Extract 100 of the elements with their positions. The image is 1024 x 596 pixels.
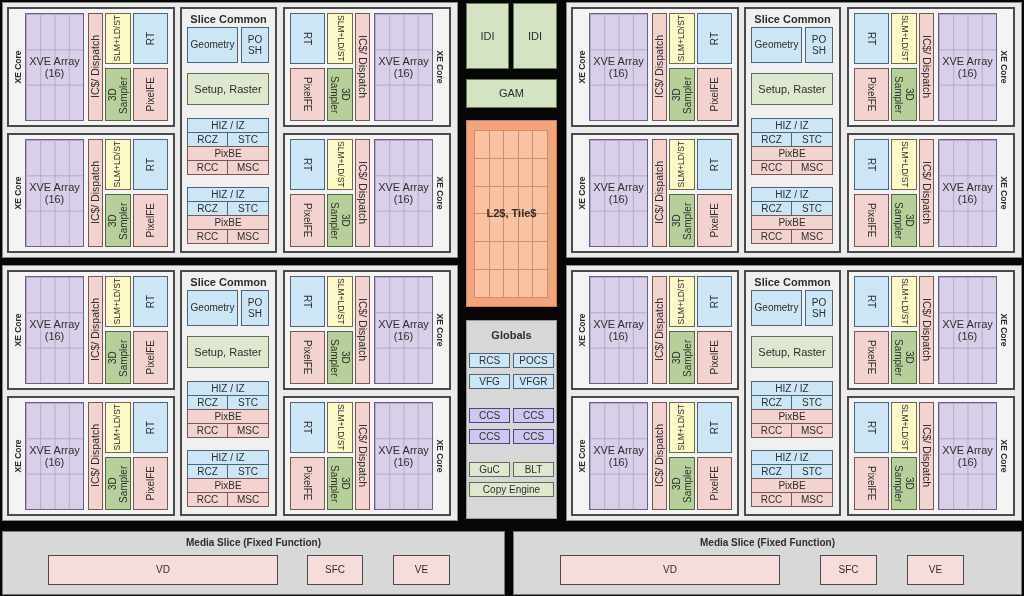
core-panel	[571, 133, 739, 253]
block-label: MSC	[236, 424, 260, 437]
block-label: 3D Sampler	[328, 463, 352, 505]
block-label: IC$/ Dispatch	[89, 161, 102, 225]
unit-block	[187, 73, 269, 105]
block-label: SLM+LD/ST	[677, 278, 687, 325]
block-label: VD	[663, 564, 677, 576]
unit-block	[919, 402, 934, 510]
block-label: XVE Array (16)	[592, 54, 645, 80]
block-label: HIZ / IZ	[211, 382, 245, 395]
block-label: CCS	[478, 430, 501, 443]
block-label: PixBE	[214, 479, 242, 492]
unit-block	[469, 462, 510, 477]
block-label: VE	[928, 564, 943, 576]
unit-block	[227, 492, 269, 507]
block-label: PO SH	[810, 296, 828, 320]
vector-array-block	[374, 13, 433, 121]
core-label: XE Core	[14, 313, 24, 347]
core-panel	[283, 270, 451, 390]
unit-block	[751, 160, 792, 175]
block-label: PO SH	[246, 33, 264, 57]
block-label: RT	[865, 420, 878, 435]
block-label: MSC	[236, 230, 260, 243]
core-panel	[7, 270, 175, 390]
block-label: PO SH	[810, 33, 828, 57]
unit-block	[669, 457, 695, 510]
block-label: RT	[144, 31, 157, 46]
block-label: STC	[238, 202, 258, 215]
block-label: Geometry	[190, 39, 235, 51]
block-label: SLM+LD/ST	[335, 15, 345, 62]
unit-block	[891, 457, 917, 510]
unit-block	[513, 374, 554, 389]
unit-block	[854, 331, 889, 384]
block-label: SLM+LD/ST	[899, 404, 909, 451]
block-label: PixBE	[778, 147, 806, 160]
block-label: RCZ	[197, 396, 218, 409]
unit-block	[697, 139, 732, 190]
unit-block	[105, 276, 131, 327]
block-label: XVE Array (16)	[592, 180, 645, 206]
unit-block	[891, 276, 917, 327]
unit-block	[805, 27, 833, 63]
core-label: XE Core	[434, 313, 444, 347]
core-panel	[571, 7, 739, 127]
core-panel	[847, 270, 1015, 390]
unit-block	[697, 276, 732, 327]
block-label: MSC	[236, 493, 260, 506]
block-label: XVE Array (16)	[377, 180, 430, 206]
unit-block	[290, 457, 325, 510]
globals-panel	[466, 320, 557, 519]
block-label: PixelFE	[301, 77, 314, 112]
vector-array-block	[25, 402, 84, 510]
block-label: RCS	[478, 354, 501, 367]
block-label: SFC	[325, 564, 345, 576]
unit-block	[105, 402, 131, 453]
block-label: PixelFE	[301, 203, 314, 238]
core-label: XE Core	[578, 313, 588, 347]
unit-block	[751, 229, 792, 244]
block-label: STC	[802, 133, 822, 146]
slice-panel	[2, 2, 458, 258]
block-label: STC	[238, 465, 258, 478]
block-label: PixelFE	[708, 340, 721, 375]
block-label: MSC	[800, 424, 824, 437]
unit-block	[891, 402, 917, 453]
block-label: RT	[708, 31, 721, 46]
block-label: RCZ	[761, 202, 782, 215]
block-label: Geometry	[754, 39, 799, 51]
block-label: RT	[301, 420, 314, 435]
vector-array-block	[25, 139, 84, 247]
vector-array-block	[589, 402, 648, 510]
unit-block	[105, 194, 131, 247]
block-label: MSC	[800, 161, 824, 174]
block-label: 3D Sampler	[892, 463, 916, 505]
unit-block	[133, 13, 168, 64]
unit-block	[513, 462, 554, 477]
unit-block	[355, 402, 370, 510]
block-label: 3D Sampler	[328, 337, 352, 379]
block-label: RT	[865, 31, 878, 46]
vector-array-block	[374, 139, 433, 247]
unit-block	[891, 13, 917, 64]
core-panel	[7, 7, 175, 127]
block-label: XVE Array (16)	[377, 443, 430, 469]
block-label: 3D Sampler	[328, 200, 352, 242]
block-label: IC$/ Dispatch	[920, 424, 933, 488]
block-label: HIZ / IZ	[211, 451, 245, 464]
block-label: RT	[301, 157, 314, 172]
unit-block	[697, 402, 732, 453]
block-label: RT	[865, 294, 878, 309]
block-label: PixelFE	[144, 77, 157, 112]
block-label: RCZ	[197, 133, 218, 146]
block-label: CCS	[478, 409, 501, 422]
vector-array-block	[589, 139, 648, 247]
unit-block	[652, 402, 667, 510]
unit-block	[241, 290, 269, 326]
vector-array-block	[938, 13, 997, 121]
block-label: RCC	[760, 424, 783, 437]
block-label: MSC	[800, 493, 824, 506]
block-label: IC$/ Dispatch	[356, 35, 369, 99]
unit-block	[105, 457, 131, 510]
unit-block	[290, 276, 325, 327]
block-label: RCC	[196, 424, 219, 437]
